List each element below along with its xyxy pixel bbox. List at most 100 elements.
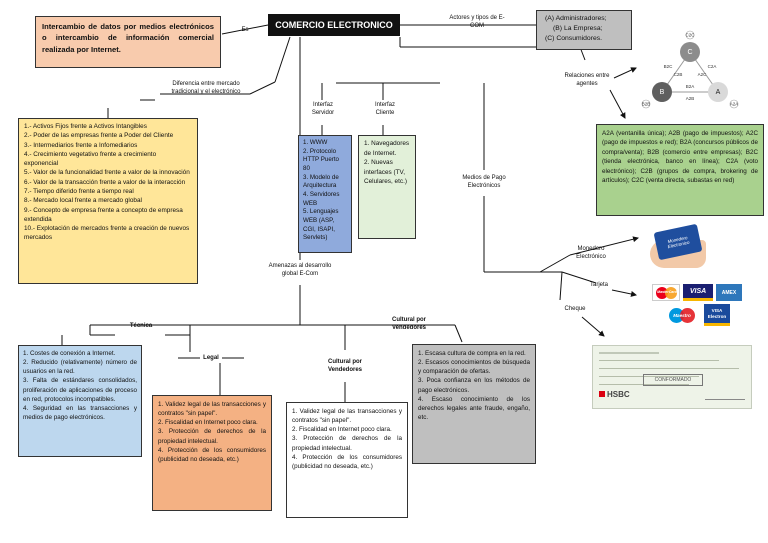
server-item: 4. Servidores WEB <box>303 191 340 207</box>
definition-text: Intercambio de datos por medios electrón… <box>42 22 214 54</box>
edge-a2c: A2C <box>698 72 708 77</box>
cultural-right-item: 2. Escasos conocimientos de búsqueda y c… <box>418 359 530 376</box>
definition-connector-label: Es <box>241 27 249 33</box>
cultural-right-item: 4. Escaso conocimiento de los derechos l… <box>418 395 530 421</box>
edge-b2a: B2A <box>686 84 695 89</box>
difference-item: 2.- Poder de las empresas frente a Poder… <box>24 132 174 140</box>
cultural-center-item: 3. Protección de derechos de la propieda… <box>292 435 402 452</box>
card-brands-illustration: MasterCard VISA AMEX Maestro VISA Electr… <box>652 284 744 328</box>
cultural-center-box: 1. Validez legal de las transacciones y … <box>286 402 408 518</box>
check-bank-text: HSBC <box>607 390 630 399</box>
server-box: 1. WWW 2. Protocolo HTTP Puerto 80 3. Mo… <box>298 135 352 253</box>
difference-item: 3.- Intermediarios frente a Infomediario… <box>24 141 138 149</box>
tecnica-box: 1. Costes de conexión a Internet. 2. Red… <box>18 345 142 457</box>
payments-label: Medios de Pago Electrónicos <box>462 175 506 190</box>
node-b: B <box>660 89 665 96</box>
edge-a2b: A2B <box>686 96 695 101</box>
server-label: Interfaz Servidor <box>311 102 335 117</box>
visa-text: VISA <box>689 287 707 295</box>
actor-a: (A) Administradores; <box>545 15 607 22</box>
check-label: Cheque <box>564 306 586 312</box>
check-bank-logo: HSBC <box>599 390 630 399</box>
relations-text: A2A (ventanilla única); A2B (pago de imp… <box>602 130 758 185</box>
wallet-card-text: Monedero Electronico <box>667 235 690 250</box>
node-c-circle <box>680 42 700 62</box>
amex-text: AMEX <box>721 289 737 296</box>
node-c: C <box>687 49 692 56</box>
difference-label: Diferencia entre mercado tradicional y e… <box>171 81 241 96</box>
cheque-illustration: HSBC CONFORMADO <box>592 345 752 409</box>
difference-item: 10.- Explotación de mercados frente a cr… <box>24 225 190 242</box>
mastercard-logo: MasterCard <box>652 284 680 301</box>
legal-item: 4. Protección de los consumidores (publi… <box>158 446 266 463</box>
server-item: 5. Lenguajes WEB (ASP, CGI, ISAPI, Servl… <box>303 208 339 242</box>
node-a2a: A2A <box>730 102 739 107</box>
threats-label: Amenazas al desarrollo global E-Com <box>268 263 332 278</box>
tecnica-label: Técnica <box>129 323 153 329</box>
cultural-right-item: 3. Poca confianza en los métodos de pago… <box>418 377 530 394</box>
legal-item: 3. Protección de derechos de la propieda… <box>158 428 266 445</box>
edge-c2a: C2A <box>708 64 717 69</box>
difference-item: 6.- Valor de la transacción frente a val… <box>24 178 186 186</box>
legal-item: 2. Fiscalidad en Internet poco clara. <box>158 419 258 427</box>
tecnica-item: 4. Seguridad en las transacciones y medi… <box>23 404 137 421</box>
node-c2c: C2C <box>685 33 695 38</box>
server-item: 2. Protocolo HTTP Puerto 80 <box>303 147 339 173</box>
actor-b: (B) La Empresa; <box>553 25 603 33</box>
difference-item: 9.- Concepto de empresa frente a concept… <box>24 206 183 223</box>
difference-item: 5.- Valor de la funcionalidad frente a v… <box>24 169 190 177</box>
definition-box: Intercambio de datos por medios electrón… <box>35 16 221 68</box>
node-b-circle <box>652 82 672 102</box>
tecnica-item: 2. Reducido (relativamente) número de us… <box>23 359 137 376</box>
card-label: Tarjeta <box>589 282 608 288</box>
difference-item: 7.- Tiempo diferido frente a tiempo real <box>24 187 134 195</box>
difference-item: 8.- Mercado local frente a mercado globa… <box>24 197 142 205</box>
node-b2b: B2B <box>642 102 651 107</box>
actors-connector-label: Actores y tipos de E-COM <box>449 15 505 30</box>
relations-diagram-illustration: C B A C2C B2B A2A B2A A2B C2A A2C B2C C2… <box>641 30 739 109</box>
visa-electron-logo: VISA Electron <box>704 304 730 326</box>
cultural-right-label: Cultural por Vendedores <box>391 317 426 332</box>
cultural-right-box: 1. Escasa cultura de compra en la red. 2… <box>412 344 536 464</box>
edge-c2b: C2B <box>674 72 683 77</box>
wallet-label: Monedero Electrónico <box>576 246 606 261</box>
cultural-center-item: 2. Fiscalidad en Internet poco clara. <box>292 426 392 434</box>
mastercard-text: MasterCard <box>657 290 677 294</box>
node-a: A <box>716 89 721 96</box>
difference-item: 1.- Activos Fijos frente a Activos Intan… <box>24 123 147 130</box>
legal-label: Legal <box>203 355 219 361</box>
relations-label: Relaciones entre agentes <box>564 73 610 88</box>
maestro-logo: Maestro <box>666 306 698 326</box>
title-text: COMERCIO ELECTRONICO <box>275 20 393 30</box>
client-box: 1. Navegadores de Internet. 2. Nuevas in… <box>358 135 416 239</box>
node-a-circle <box>708 82 728 102</box>
actors-box: (A) Administradores; (B) La Empresa; (C)… <box>536 10 632 50</box>
relations-box: A2A (ventanilla única); A2B (pago de imp… <box>596 124 764 216</box>
visa-logo: VISA <box>683 284 713 301</box>
wallet-card-illustration: Monedero Electronico <box>642 223 706 268</box>
amex-logo: AMEX <box>716 284 742 301</box>
difference-box: 1.- Activos Fijos frente a Activos Intan… <box>18 118 198 284</box>
client-label: Interfaz Cliente <box>374 102 395 117</box>
tecnica-item: 3. Falta de estándares consolidados, pro… <box>23 377 137 403</box>
difference-item: 4.- Crecimiento vegetativo frente a crec… <box>24 150 157 168</box>
client-item: 2. Nuevas interfaces (TV, Celulares, etc… <box>364 159 407 186</box>
cultural-center-item: 4. Protección de los consumidores (publi… <box>292 453 402 470</box>
legal-item: 1. Validez legal de las transacciones y … <box>158 401 266 418</box>
maestro-text: Maestro <box>673 313 691 318</box>
actor-c: (C) Consumidores. <box>545 35 603 43</box>
edge-b2c: B2C <box>664 64 674 69</box>
server-item: 3. Modelo de Arquitectura <box>303 173 339 190</box>
legal-box: 1. Validez legal de las transacciones y … <box>152 395 272 511</box>
cultural-right-item: 1. Escasa cultura de compra en la red. <box>418 350 526 357</box>
visa-electron-text: VISA Electron <box>707 308 727 319</box>
cultural-center-label: Cultural por Vendedores <box>327 359 362 374</box>
check-stamp-text: CONFORMADO <box>654 377 692 383</box>
server-item: 1. WWW <box>303 139 328 146</box>
page-title: COMERCIO ELECTRONICO <box>268 14 400 36</box>
cultural-center-item: 1. Validez legal de las transacciones y … <box>292 408 402 425</box>
check-stamp: CONFORMADO <box>643 374 703 386</box>
tecnica-item: 1. Costes de conexión a Internet. <box>23 350 116 357</box>
client-item: 1. Navegadores de Internet. <box>364 140 410 157</box>
